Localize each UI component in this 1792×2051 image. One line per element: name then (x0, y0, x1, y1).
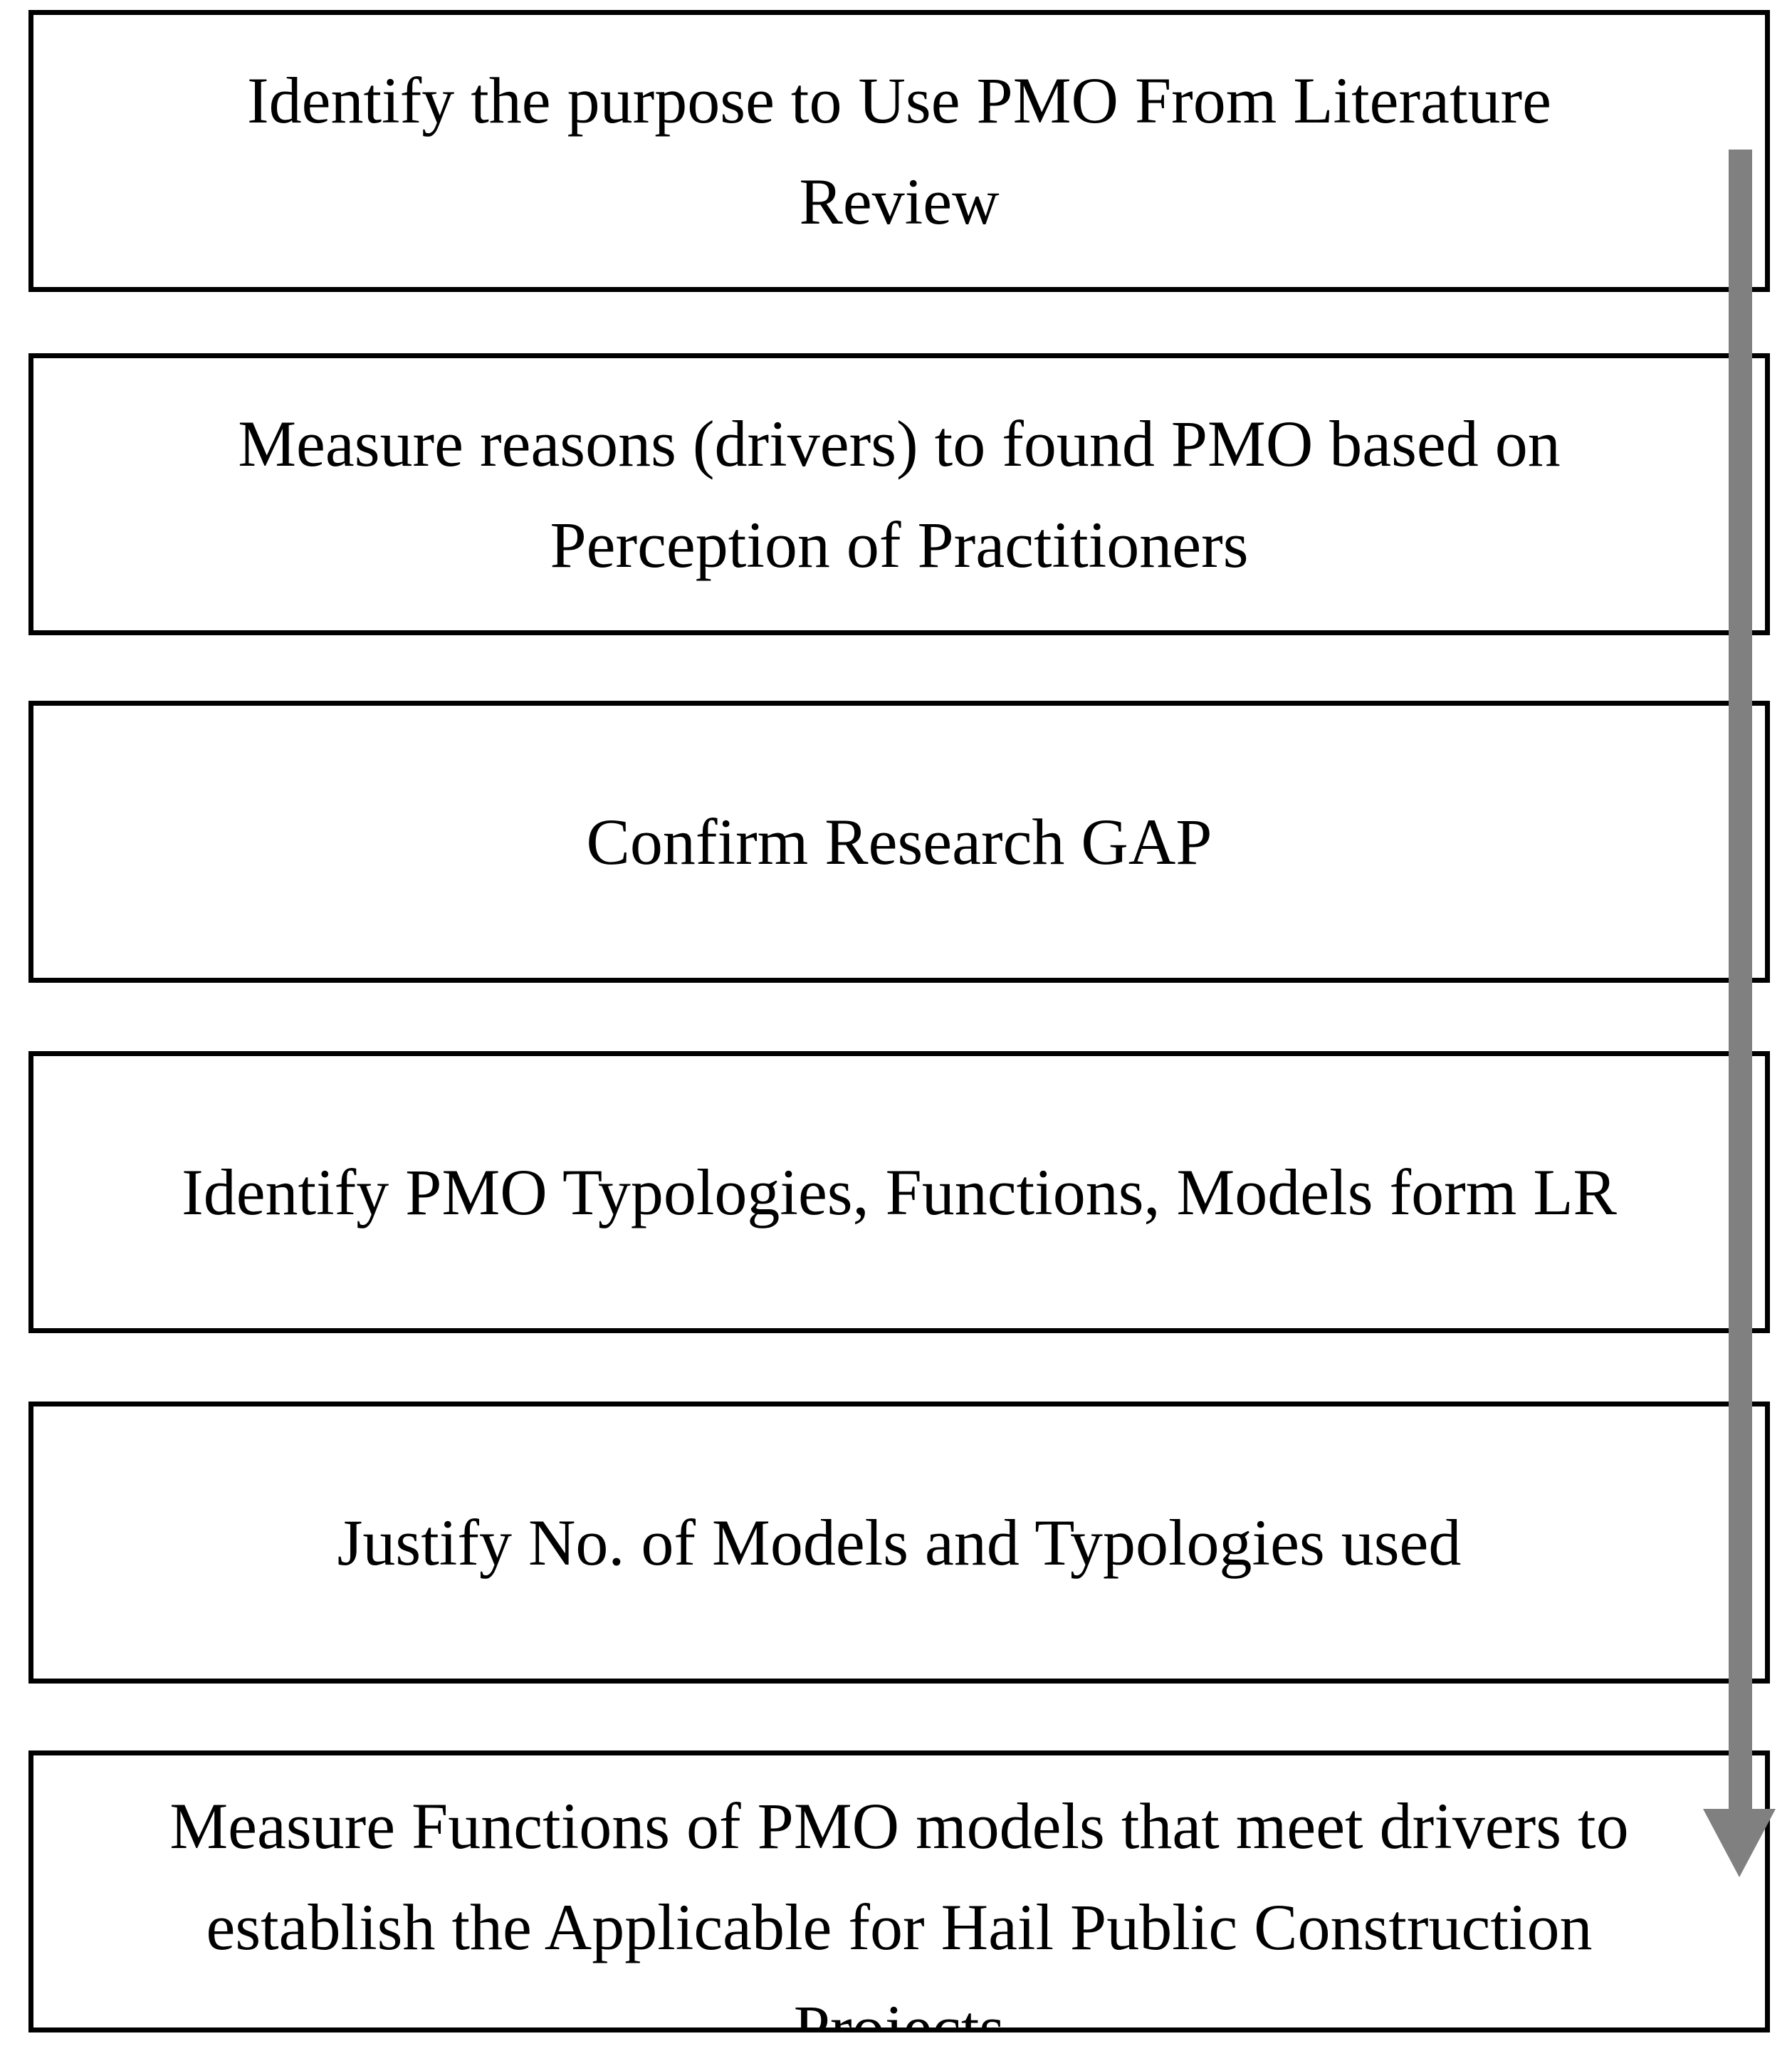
step-label-4: Identify PMO Typologies, Functions, Mode… (182, 1156, 1617, 1228)
step-label-2: Measure reasons (drivers) to found PMO b… (238, 407, 1561, 581)
step-label-1: Identify the purpose to Use PMO From Lit… (247, 64, 1551, 238)
step-box-3: Confirm Research GAP (28, 701, 1770, 983)
step-box-1: Identify the purpose to Use PMO From Lit… (28, 10, 1770, 292)
step-box-5: Justify No. of Models and Typologies use… (28, 1402, 1770, 1684)
step-label-6: Measure Functions of PMO models that mee… (169, 1790, 1629, 2032)
step-box-4: Identify PMO Typologies, Functions, Mode… (28, 1051, 1770, 1333)
step-box-2: Measure reasons (drivers) to found PMO b… (28, 353, 1770, 635)
step-label-5: Justify No. of Models and Typologies use… (337, 1506, 1462, 1579)
step-box-6: Measure Functions of PMO models that mee… (28, 1750, 1770, 2032)
step-label-3: Confirm Research GAP (586, 805, 1212, 878)
